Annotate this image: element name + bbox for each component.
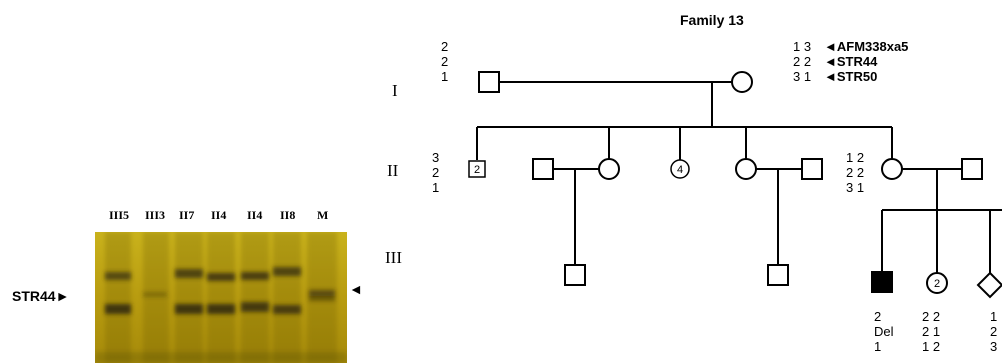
allele-gen2-right: 1 2 2 2 3 1	[846, 150, 865, 195]
gel-band	[105, 272, 131, 280]
gel-image	[95, 232, 347, 363]
generation-label-I: I	[392, 81, 398, 100]
gen1-female	[731, 71, 753, 93]
gen2-spouse-male	[961, 158, 983, 180]
gel-band-arrow-right: ◄	[349, 281, 363, 297]
allele-gen2-left: 3 2 1	[432, 150, 440, 195]
gel-band-label: STR44►	[12, 288, 70, 304]
gel-lane-label: III3	[145, 208, 166, 222]
gen2-female-count	[670, 159, 690, 179]
marker-label: ◄STR50	[824, 69, 878, 84]
pedigree-title: Family 13	[680, 12, 744, 28]
allele-gen3-col1: 2 Del 1	[874, 309, 894, 354]
generation-label-III: III	[385, 248, 402, 267]
gel-band	[273, 305, 301, 314]
allele-gen1-right: 1 3 2 2 3 1	[793, 39, 812, 84]
gen1-male	[478, 71, 500, 93]
gel-band	[143, 292, 167, 297]
marker-labels: ◄AFM338xa5 ◄STR44 ◄STR50	[824, 39, 908, 84]
gen3-unknown-sex	[976, 271, 1002, 299]
gel-band	[175, 269, 203, 278]
gel-lane-label: M	[317, 208, 329, 222]
gen2-female	[881, 158, 903, 180]
gel-band	[273, 267, 301, 276]
gen2-female-count-label: 4	[677, 164, 683, 176]
gel-lane-label: II8	[280, 208, 296, 222]
marker-label: ◄AFM338xa5	[824, 39, 909, 54]
gen2-spouse-male	[801, 158, 823, 180]
gel-band	[309, 296, 335, 301]
gel-band	[105, 304, 131, 314]
allele-gen3-col2: 2 2 2 1 1 2	[922, 309, 941, 354]
gen2-male-count	[468, 160, 486, 178]
gen3-female-count	[926, 272, 948, 294]
marker-label: ◄STR44	[824, 54, 878, 69]
gen3-male	[767, 264, 789, 286]
gen2-female	[598, 158, 620, 180]
gel-band	[309, 290, 335, 296]
gel-band	[175, 304, 203, 314]
allele-gen3-col3: 1 2 3	[990, 309, 998, 354]
gel-band	[241, 302, 269, 312]
gel-band	[207, 273, 235, 281]
gen3-male	[564, 264, 586, 286]
generation-label-II: II	[387, 161, 399, 180]
allele-gen1-left: 2 2 1	[441, 39, 449, 84]
gen2-female	[735, 158, 757, 180]
gen3-affected-male	[871, 271, 893, 293]
gel-lane-label: III5	[109, 208, 130, 222]
gel-lane-label: II7	[179, 208, 195, 222]
gen2-spouse-male	[532, 158, 554, 180]
gel-band	[207, 304, 235, 314]
gen3-female-count-label: 2	[934, 278, 940, 290]
gen2-male-count-label: 2	[474, 164, 480, 176]
gel-lane-label: II4	[247, 208, 263, 222]
gel-lane-label: II4	[211, 208, 227, 222]
gel-band	[241, 272, 269, 280]
